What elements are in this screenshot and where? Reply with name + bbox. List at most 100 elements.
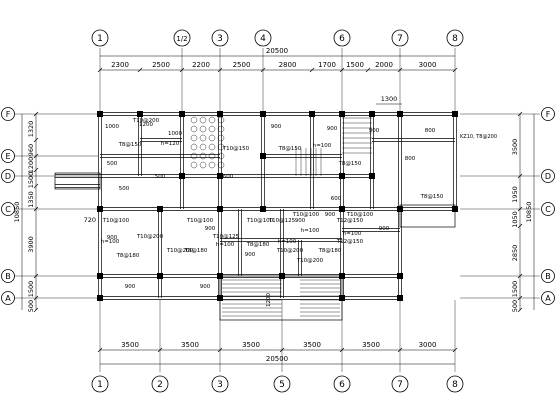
- grid-label-top: 8: [452, 34, 458, 44]
- hatch-circle: [208, 161, 216, 169]
- hatch-circle: [217, 152, 225, 160]
- dim-tick: [517, 307, 523, 313]
- slab-label: T10@200: [132, 118, 160, 124]
- grid-label-bottom: 5: [279, 380, 285, 390]
- column: [217, 173, 223, 179]
- hatch-circle: [217, 125, 225, 133]
- slab-label: T10@100: [186, 218, 214, 224]
- dim-tick: [365, 67, 371, 73]
- column: [217, 111, 223, 117]
- grid-label-left: A: [5, 294, 11, 303]
- slab-label: h=100: [216, 242, 235, 248]
- grid-bubble: [173, 29, 191, 47]
- column: [279, 273, 285, 279]
- dim-tick: [33, 183, 39, 189]
- grid-bubble: [211, 375, 229, 393]
- grid-bubble: [273, 375, 291, 393]
- dim-top-segment: 3000: [419, 61, 437, 69]
- dim-left-small: 720: [84, 216, 96, 224]
- slab-label: T10@125: [268, 218, 296, 224]
- slab-label: 500: [107, 161, 118, 167]
- grid-bubble: [151, 375, 169, 393]
- dim-left-segment: 1320: [27, 121, 35, 138]
- column: [97, 295, 103, 301]
- grid-label-bottom: 2: [157, 380, 163, 390]
- slab-label: h=100: [313, 143, 332, 149]
- grid-label-top: 1: [97, 34, 103, 44]
- slab-label: 900: [369, 128, 380, 134]
- dim-top-segment: 2300: [111, 61, 129, 69]
- grid-label-left: F: [6, 110, 11, 119]
- dim-left-segment: 1350: [27, 191, 35, 208]
- hatch-circle: [208, 152, 216, 160]
- hatch-circle: [190, 161, 198, 169]
- dim-bottom-segment: 3500: [362, 341, 380, 349]
- grid-label-top: 4: [260, 34, 266, 44]
- dim-bottom-segment: 3500: [303, 341, 321, 349]
- dim-top-segment: 1500: [346, 61, 364, 69]
- column: [179, 111, 185, 117]
- slab-label: 800: [405, 156, 416, 162]
- column: [97, 206, 103, 212]
- grid-lines: [14, 48, 540, 372]
- slab-label: T10@100: [102, 218, 130, 224]
- dim-top-segment: 2200: [192, 61, 210, 69]
- hatched-areas: [190, 116, 372, 317]
- dim-left-segment: 500: [27, 300, 35, 312]
- column: [137, 111, 143, 117]
- hatch-circle: [199, 152, 207, 160]
- slab-label: 900: [205, 226, 216, 232]
- slab-label: 900: [245, 252, 256, 258]
- slab-label: h=120: [161, 141, 180, 147]
- column: [179, 173, 185, 179]
- column: [369, 111, 375, 117]
- column: [452, 206, 458, 212]
- grid-bubble: [541, 169, 555, 183]
- grid-label-left: B: [5, 272, 11, 281]
- grid-bubble: [446, 29, 464, 47]
- slab-label: 600: [223, 174, 234, 180]
- grid-bubble: [541, 107, 555, 121]
- column: [260, 111, 266, 117]
- dim-right-outer: 10850: [525, 202, 533, 223]
- column: [339, 111, 345, 117]
- grid-bubble: [446, 375, 464, 393]
- grid-label-bottom: 6: [339, 380, 345, 390]
- grid-label-top: 1/2: [176, 35, 187, 43]
- column: [339, 206, 345, 212]
- slab-label: 500: [119, 186, 130, 192]
- slab-label: T8@150: [420, 194, 444, 200]
- slab-label: 800: [425, 128, 436, 134]
- grid-label-left: E: [5, 152, 10, 161]
- slab-label: 900: [327, 126, 338, 132]
- column: [397, 273, 403, 279]
- hatch-circle: [190, 152, 198, 160]
- grid-bubble: [1, 291, 15, 305]
- slab-label: T10@200: [276, 248, 304, 254]
- grid-bubble: [211, 29, 229, 47]
- column: [397, 111, 403, 117]
- slab-label: T10@125: [212, 234, 240, 240]
- slab-label: T8@180: [184, 248, 208, 254]
- dim-bottom-segment: 3500: [181, 341, 199, 349]
- slab-label: 900: [125, 284, 136, 290]
- dim-tick: [137, 67, 143, 73]
- dim-top-segment: 2000: [375, 61, 393, 69]
- walls-and-beams: [54, 112, 457, 321]
- column: [339, 173, 345, 179]
- hatch-circle: [190, 125, 198, 133]
- dim-right-segment: 2850: [511, 245, 519, 262]
- grid-bubble: [333, 375, 351, 393]
- slab-label: T10@200: [166, 248, 194, 254]
- slab-label: T8@180: [318, 248, 342, 254]
- slab-label: h=100: [301, 228, 320, 234]
- grid-bubble: [333, 29, 351, 47]
- grid-label-right: A: [545, 294, 551, 303]
- hatch-circle: [199, 125, 207, 133]
- slab-label: T8@180: [116, 253, 140, 259]
- grid-label-bottom: 1: [97, 380, 103, 390]
- hatch-circle: [217, 134, 225, 142]
- grid-label-right: F: [546, 110, 551, 119]
- slab-label: h=100: [278, 239, 297, 245]
